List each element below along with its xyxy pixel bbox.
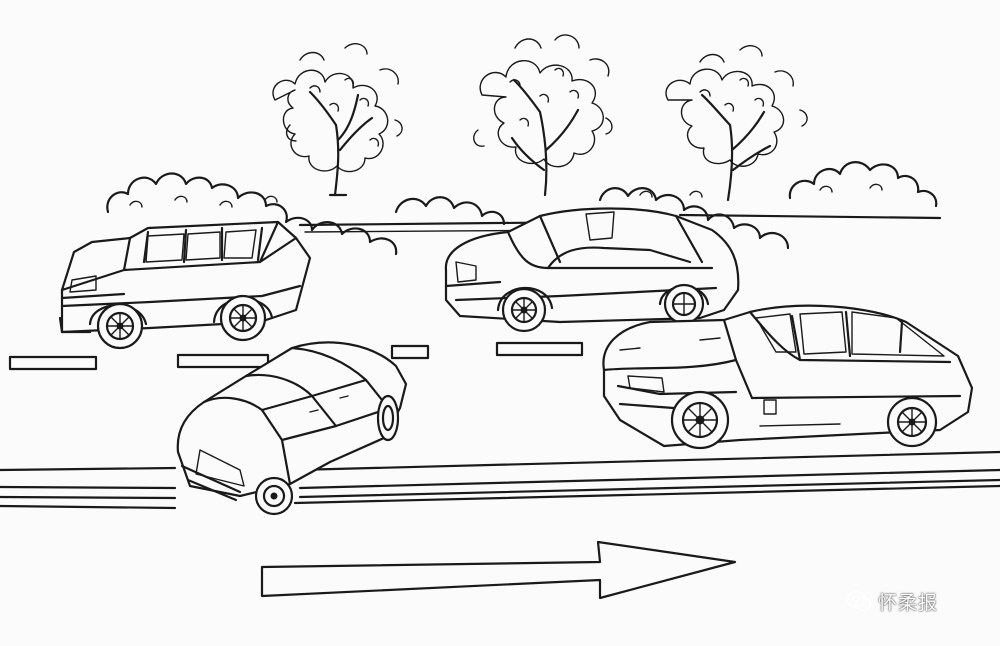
lane-dash bbox=[495, 341, 584, 357]
hedge-row bbox=[106, 161, 942, 256]
tree-middle bbox=[473, 34, 613, 197]
suv-car bbox=[58, 220, 312, 350]
lane-markings bbox=[8, 341, 584, 371]
lane-dash bbox=[8, 355, 98, 371]
road-edge-lines bbox=[0, 450, 1000, 510]
direction-arrow bbox=[260, 540, 737, 600]
wechat-icon bbox=[846, 590, 872, 611]
lane-dash bbox=[390, 344, 430, 360]
tree-right bbox=[665, 45, 808, 202]
tree-left bbox=[272, 43, 403, 197]
lane-dash bbox=[176, 353, 270, 369]
watermark: 怀柔报 bbox=[846, 586, 938, 616]
cutting-in-car bbox=[176, 341, 408, 516]
watermark-text: 怀柔报 bbox=[878, 591, 939, 614]
sedan-car bbox=[444, 207, 740, 333]
sports-coupe bbox=[602, 304, 974, 450]
wheel bbox=[376, 394, 400, 442]
